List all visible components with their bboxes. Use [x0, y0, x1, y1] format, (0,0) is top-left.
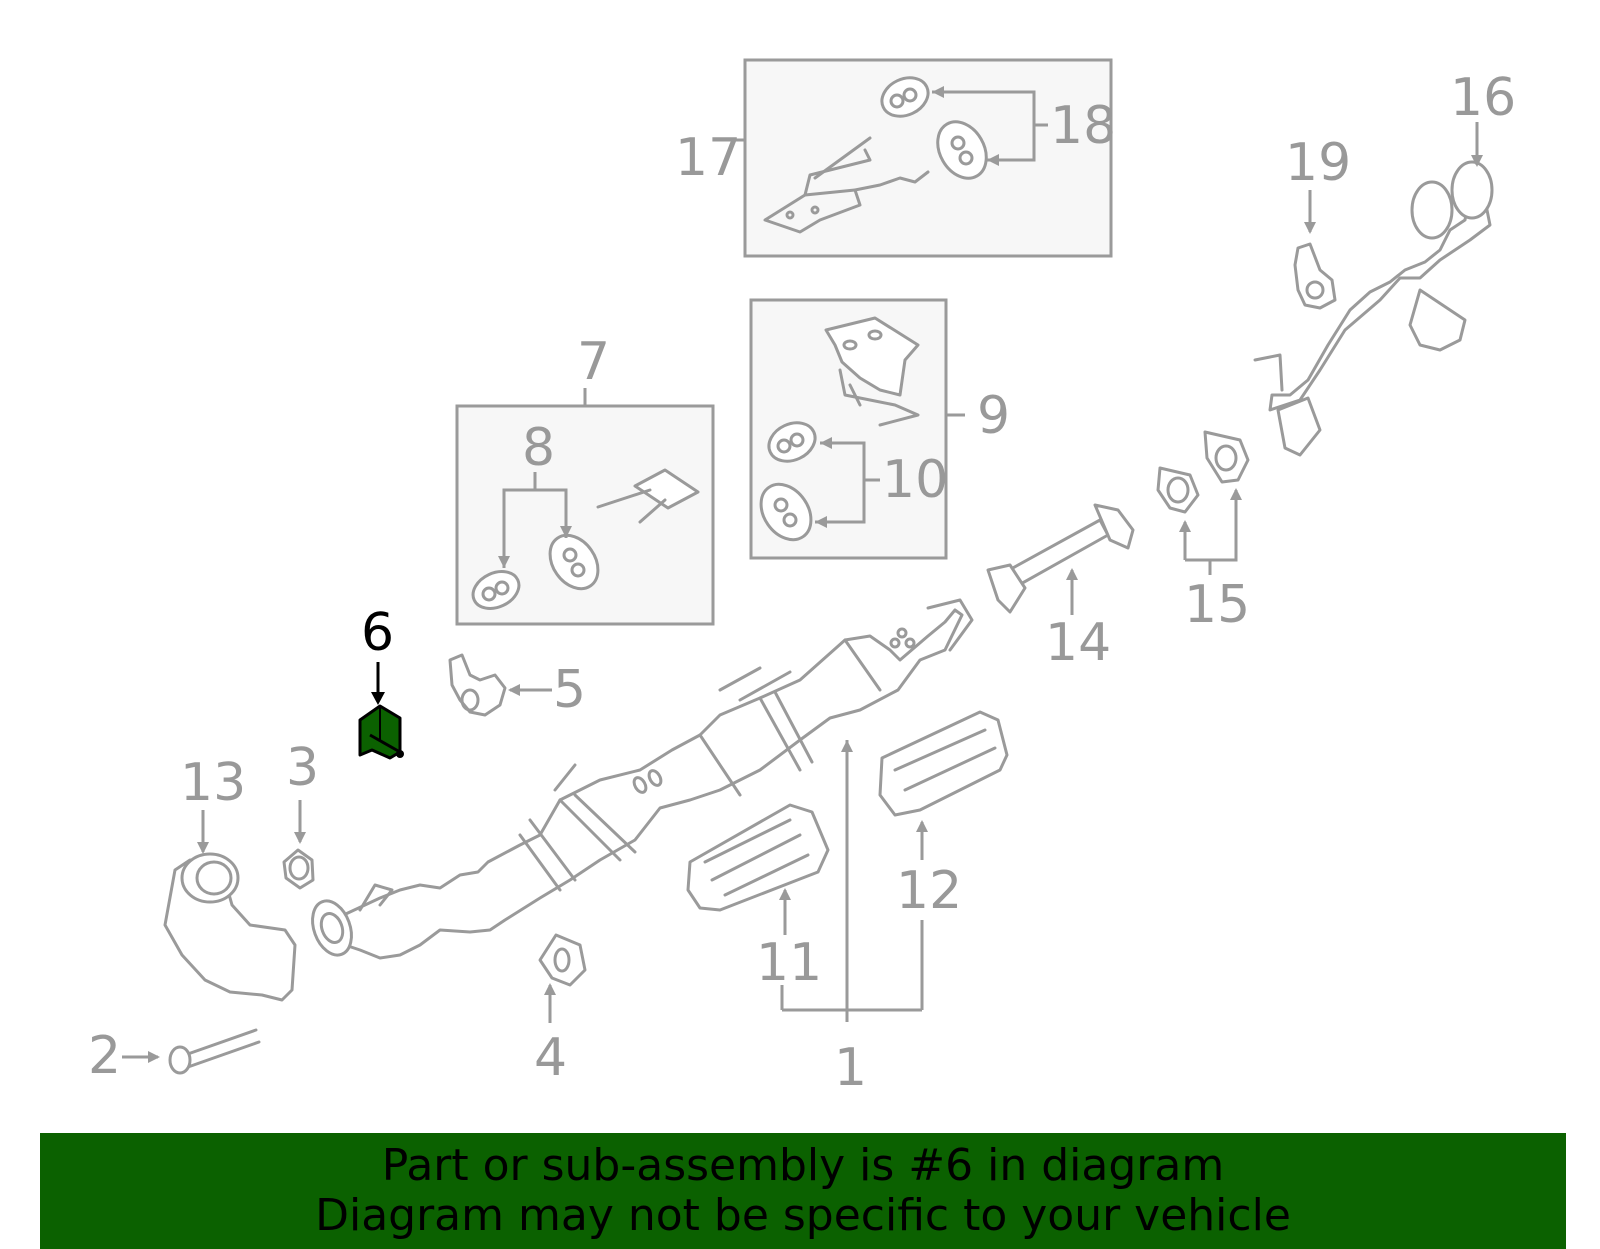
exhaust-parts-diagram: 1 2 3 4 5 6 7 8 9 10 11 12 13 14 15 16 1… — [88, 58, 1516, 1098]
info-banner: Part or sub-assembly is #6 in diagram Di… — [40, 1133, 1566, 1249]
label-19: 19 — [1285, 133, 1351, 193]
label-1: 1 — [834, 1038, 867, 1098]
part-1-exhaust-assembly[interactable] — [306, 598, 974, 960]
part-14-pipe[interactable] — [986, 503, 1135, 614]
part-19-hanger[interactable] — [1293, 242, 1337, 310]
label-5: 5 — [553, 660, 586, 720]
part-16-tailpipe[interactable] — [1253, 160, 1494, 457]
part-10-insulators[interactable] — [751, 416, 822, 550]
part-9-bracket[interactable] — [824, 316, 920, 427]
label-4: 4 — [534, 1028, 567, 1088]
part-11-heat-shield[interactable] — [686, 803, 830, 912]
label-8: 8 — [522, 418, 555, 478]
label-10: 10 — [882, 450, 948, 510]
banner-line-2: Diagram may not be specific to your vehi… — [315, 1190, 1291, 1241]
part-12-heat-shield[interactable] — [878, 710, 1009, 817]
part-6-highlighted[interactable] — [358, 704, 404, 760]
banner-line-1: Part or sub-assembly is #6 in diagram — [381, 1140, 1225, 1191]
label-15: 15 — [1184, 575, 1250, 635]
part-2-bolt[interactable] — [168, 1028, 261, 1075]
label-2: 2 — [88, 1026, 121, 1086]
part-3-nut[interactable] — [282, 848, 315, 890]
label-16: 16 — [1450, 68, 1516, 128]
part-7-hanger[interactable] — [596, 468, 700, 524]
label-14: 14 — [1045, 613, 1111, 673]
label-9: 9 — [977, 386, 1010, 446]
label-6: 6 — [361, 603, 394, 663]
part-5-insulator[interactable] — [448, 653, 507, 717]
label-12: 12 — [896, 861, 962, 921]
part-18-insulators[interactable] — [876, 71, 996, 187]
part-17-hanger-bracket[interactable] — [763, 136, 930, 234]
part-13-inlet-pipe[interactable] — [163, 852, 297, 1002]
label-17: 17 — [675, 128, 741, 188]
part-15-gaskets[interactable] — [1156, 430, 1250, 514]
label-7: 7 — [577, 332, 610, 392]
part-4-gasket[interactable] — [538, 933, 587, 987]
label-13: 13 — [180, 753, 246, 813]
part-8-insulators[interactable] — [467, 526, 608, 615]
label-11: 11 — [756, 933, 822, 993]
label-18: 18 — [1050, 96, 1116, 156]
label-3: 3 — [286, 738, 319, 798]
